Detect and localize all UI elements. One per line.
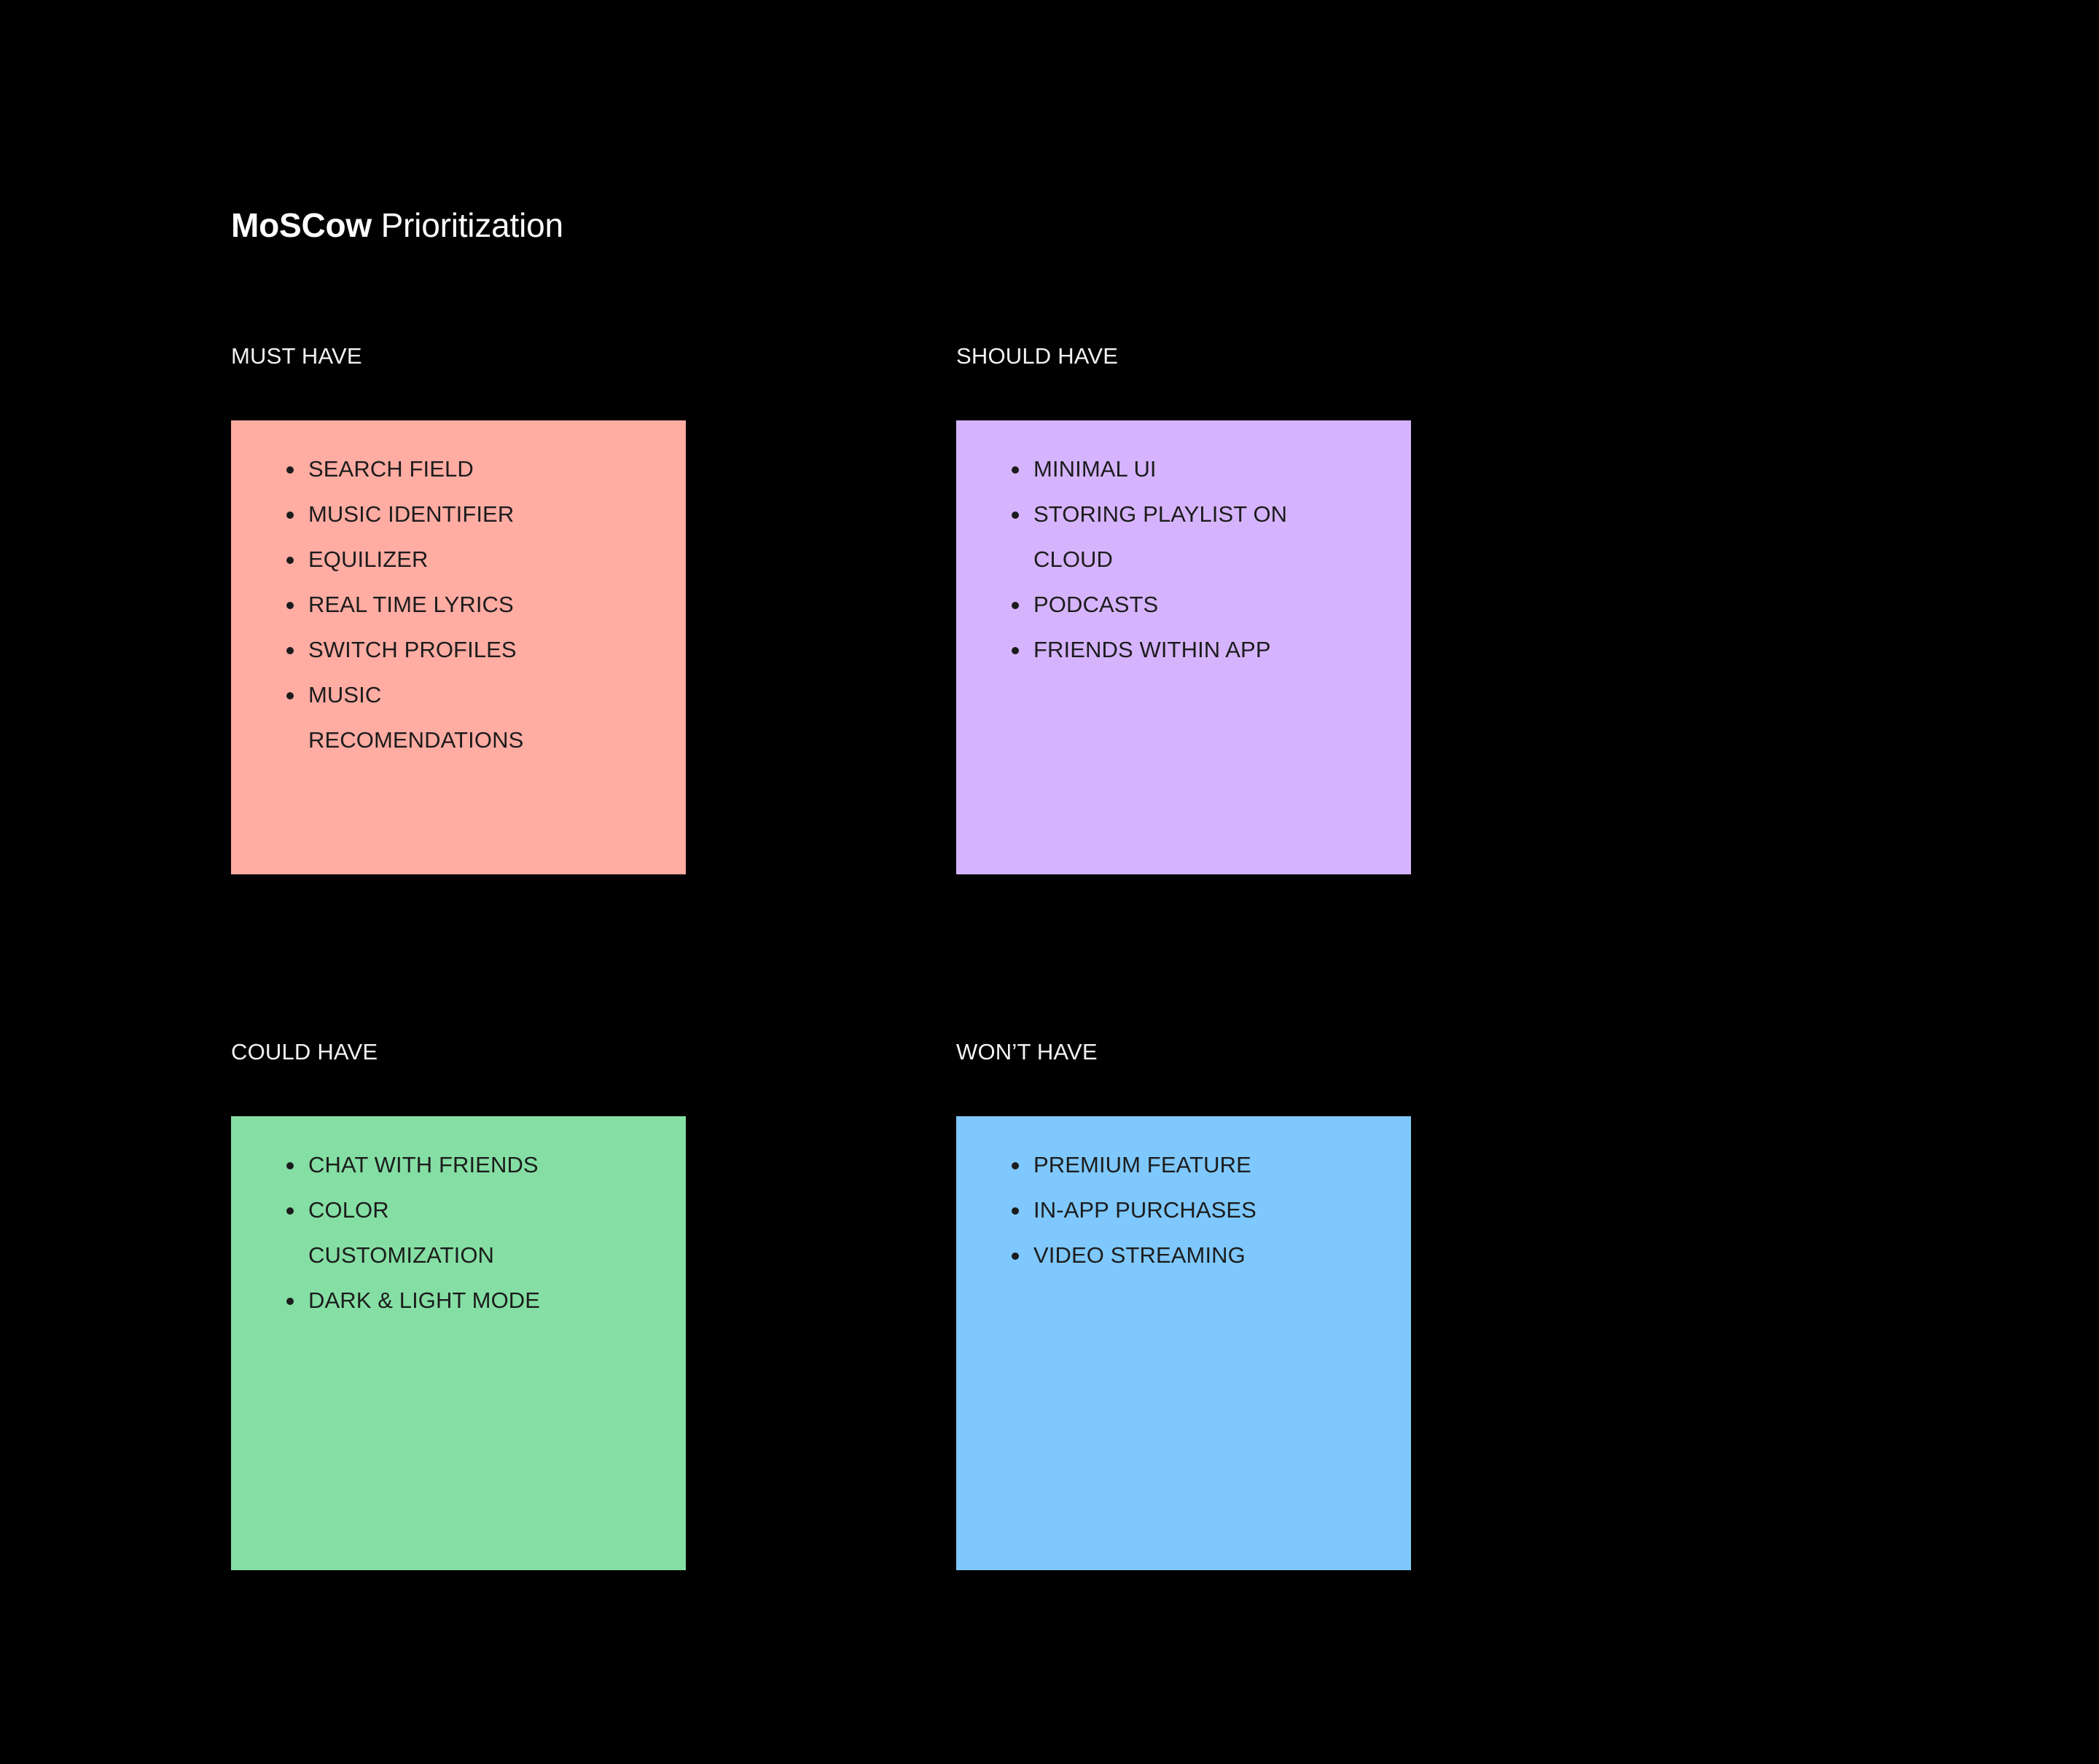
page-title-regular: Prioritization (372, 205, 563, 244)
list-item[interactable]: MUSIC RECOMENDATIONS (286, 673, 664, 763)
quadrant-label-must-have: MUST HAVE (231, 343, 362, 369)
feature-list-must-have: SEARCH FIELD MUSIC IDENTIFIER EQUILIZER … (253, 447, 664, 763)
list-item[interactable]: CHAT WITH FRIENDS (286, 1142, 664, 1188)
list-item[interactable]: PREMIUM FEATURE (1012, 1142, 1389, 1188)
list-item-line: REAL TIME LYRICS (308, 592, 514, 617)
list-item-line: CUSTOMIZATION (308, 1242, 495, 1268)
list-item-line: DARK & LIGHT MODE (308, 1287, 541, 1313)
list-item-line: FRIENDS WITHIN APP (1033, 637, 1271, 662)
feature-list-should-have: MINIMAL UI STORING PLAYLIST ON CLOUD POD… (978, 447, 1389, 673)
list-item-line: RECOMENDATIONS (308, 727, 524, 753)
list-item-line: MINIMAL UI (1033, 456, 1157, 482)
list-item-line: PODCASTS (1033, 592, 1159, 617)
list-item-line: CHAT WITH FRIENDS (308, 1152, 539, 1177)
card-should-have[interactable]: MINIMAL UI STORING PLAYLIST ON CLOUD POD… (956, 420, 1411, 874)
list-item[interactable]: VIDEO STREAMING (1012, 1233, 1389, 1278)
quadrant-wont-have: WON’T HAVE PREMIUM FEATURE IN-APP PURCHA… (956, 1038, 1411, 1570)
list-item[interactable]: STORING PLAYLIST ON CLOUD (1012, 492, 1389, 582)
quadrant-label-should-have: SHOULD HAVE (956, 343, 1119, 369)
card-could-have[interactable]: CHAT WITH FRIENDS COLOR CUSTOMIZATION DA… (231, 1116, 686, 1570)
list-item-line: VIDEO STREAMING (1033, 1242, 1246, 1268)
list-item-line: CLOUD (1033, 546, 1114, 572)
quadrant-must-have: MUST HAVE SEARCH FIELD MUSIC IDENTIFIER … (231, 342, 686, 874)
list-item[interactable]: IN-APP PURCHASES (1012, 1188, 1389, 1233)
list-item[interactable]: SWITCH PROFILES (286, 627, 664, 673)
feature-list-wont-have: PREMIUM FEATURE IN-APP PURCHASES VIDEO S… (978, 1142, 1389, 1278)
list-item[interactable]: COLOR CUSTOMIZATION (286, 1188, 664, 1278)
list-item-line: COLOR (308, 1197, 389, 1223)
card-must-have[interactable]: SEARCH FIELD MUSIC IDENTIFIER EQUILIZER … (231, 420, 686, 874)
list-item[interactable]: SEARCH FIELD (286, 447, 664, 492)
card-wont-have[interactable]: PREMIUM FEATURE IN-APP PURCHASES VIDEO S… (956, 1116, 1411, 1570)
list-item-line: MUSIC IDENTIFIER (308, 501, 515, 527)
list-item[interactable]: MUSIC IDENTIFIER (286, 492, 664, 537)
list-item[interactable]: REAL TIME LYRICS (286, 582, 664, 627)
quadrant-label-wont-have: WON’T HAVE (956, 1039, 1098, 1065)
list-item-line: IN-APP PURCHASES (1033, 1197, 1256, 1223)
list-item-line: MUSIC (308, 682, 382, 707)
list-item-line: EQUILIZER (308, 546, 429, 572)
list-item-line: STORING PLAYLIST ON (1033, 501, 1288, 527)
quadrant-should-have: SHOULD HAVE MINIMAL UI STORING PLAYLIST … (956, 342, 1411, 874)
page-title: MoSCow Prioritization (231, 205, 563, 246)
list-item-line: SEARCH FIELD (308, 456, 474, 482)
feature-list-could-have: CHAT WITH FRIENDS COLOR CUSTOMIZATION DA… (253, 1142, 664, 1323)
list-item[interactable]: EQUILIZER (286, 537, 664, 582)
quadrant-could-have: COULD HAVE CHAT WITH FRIENDS COLOR CUSTO… (231, 1038, 686, 1570)
list-item[interactable]: PODCASTS (1012, 582, 1389, 627)
list-item[interactable]: FRIENDS WITHIN APP (1012, 627, 1389, 673)
list-item[interactable]: DARK & LIGHT MODE (286, 1278, 664, 1323)
list-item-line: PREMIUM FEATURE (1033, 1152, 1251, 1177)
quadrant-label-could-have: COULD HAVE (231, 1039, 378, 1065)
list-item-line: SWITCH PROFILES (308, 637, 517, 662)
page-title-bold: MoSCow (231, 205, 372, 244)
list-item[interactable]: MINIMAL UI (1012, 447, 1389, 492)
